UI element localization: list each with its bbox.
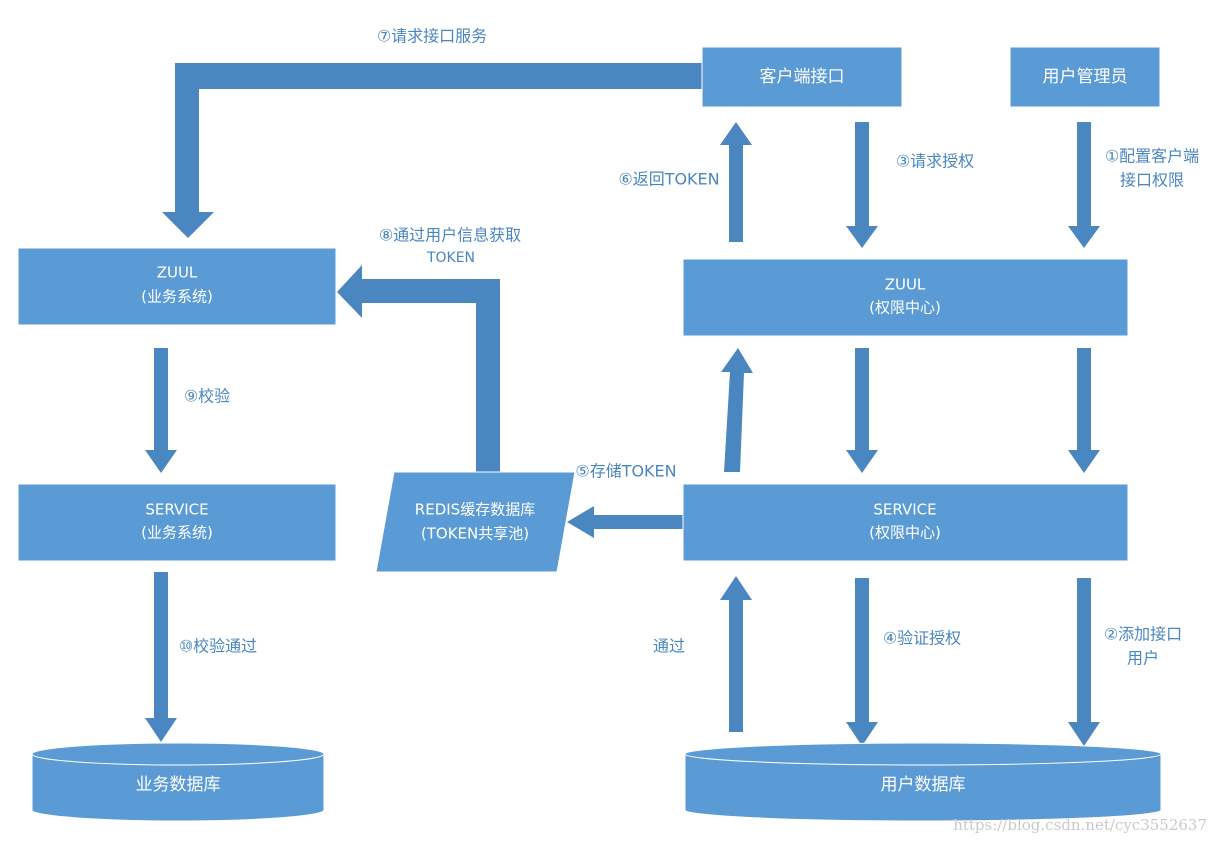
arrow-request-auth xyxy=(846,122,878,248)
label-step1-line2: 接口权限 xyxy=(1120,171,1184,190)
user-admin-box xyxy=(1009,46,1161,108)
label-step9: ⑨校验 xyxy=(184,387,230,406)
zuul-auth-subtitle: (权限中心) xyxy=(869,299,941,317)
arrow-store-token xyxy=(567,506,684,538)
user-db-cylinder xyxy=(684,742,1162,822)
service-auth-subtitle: (权限中心) xyxy=(869,524,941,542)
zuul-auth-title: ZUUL xyxy=(885,276,926,294)
arrow-pass xyxy=(720,576,752,732)
service-business-title: SERVICE xyxy=(145,501,208,519)
nodes: 客户端接口 用户管理员 ZUUL (业务系统) ZUUL (权限中心) SERV… xyxy=(17,46,1162,822)
arrows xyxy=(145,63,1100,746)
watermark: https://blog.csdn.net/cyc3552637 xyxy=(953,816,1207,834)
arrow-get-token xyxy=(337,265,500,472)
zuul-business-title: ZUUL xyxy=(157,264,198,282)
service-auth-title: SERVICE xyxy=(873,501,936,519)
client-interface-box xyxy=(701,46,903,108)
label-step6: ⑥返回TOKEN xyxy=(618,170,719,189)
label-step3: ③请求授权 xyxy=(896,152,974,171)
arrow-zuul-to-service-mid xyxy=(846,348,878,473)
redis-title: REDIS缓存数据库 xyxy=(415,501,535,519)
zuul-business-box xyxy=(17,247,337,326)
business-db-label: 业务数据库 xyxy=(136,775,221,795)
service-auth-box xyxy=(682,483,1129,562)
arrow-service-to-zuul xyxy=(721,348,753,472)
client-interface-label: 客户端接口 xyxy=(760,67,845,87)
redis-box xyxy=(375,471,576,573)
zuul-business-subtitle: (业务系统) xyxy=(141,288,213,306)
label-step7: ⑦请求接口服务 xyxy=(377,27,487,46)
redis-subtitle: (TOKEN共享池) xyxy=(421,525,529,543)
label-step8-line2: TOKEN xyxy=(426,250,475,266)
arrow-verify-passed xyxy=(145,572,177,742)
arrow-config-permission xyxy=(1068,122,1100,248)
arrow-verify-auth xyxy=(846,578,878,746)
label-step5: ⑤存储TOKEN xyxy=(575,462,676,481)
arrow-request-service xyxy=(162,63,703,238)
label-step4: ④验证授权 xyxy=(883,629,961,648)
user-db-label: 用户数据库 xyxy=(881,775,966,795)
user-admin-label: 用户管理员 xyxy=(1043,67,1128,87)
arrow-return-token xyxy=(720,122,752,242)
label-step8-line1: ⑧通过用户信息获取 xyxy=(379,226,521,245)
label-step1-line1: ①配置客户端 xyxy=(1105,147,1199,166)
labels: ⑦请求接口服务 ⑧通过用户信息获取 TOKEN ⑥返回TOKEN ③请求授权 ①… xyxy=(179,27,1199,668)
service-business-subtitle: (业务系统) xyxy=(141,524,213,542)
business-db-cylinder xyxy=(31,742,325,822)
label-step10: ⑩校验通过 xyxy=(179,637,257,656)
arrow-verify xyxy=(145,348,177,473)
label-step2-line1: ②添加接口 xyxy=(1104,625,1182,644)
label-pass: 通过 xyxy=(653,637,685,656)
label-step2-line2: 用户 xyxy=(1127,649,1159,668)
zuul-auth-box xyxy=(682,258,1129,337)
service-business-box xyxy=(17,483,337,562)
arrow-zuul-to-service-right xyxy=(1068,348,1100,473)
arrow-add-user xyxy=(1068,578,1100,746)
